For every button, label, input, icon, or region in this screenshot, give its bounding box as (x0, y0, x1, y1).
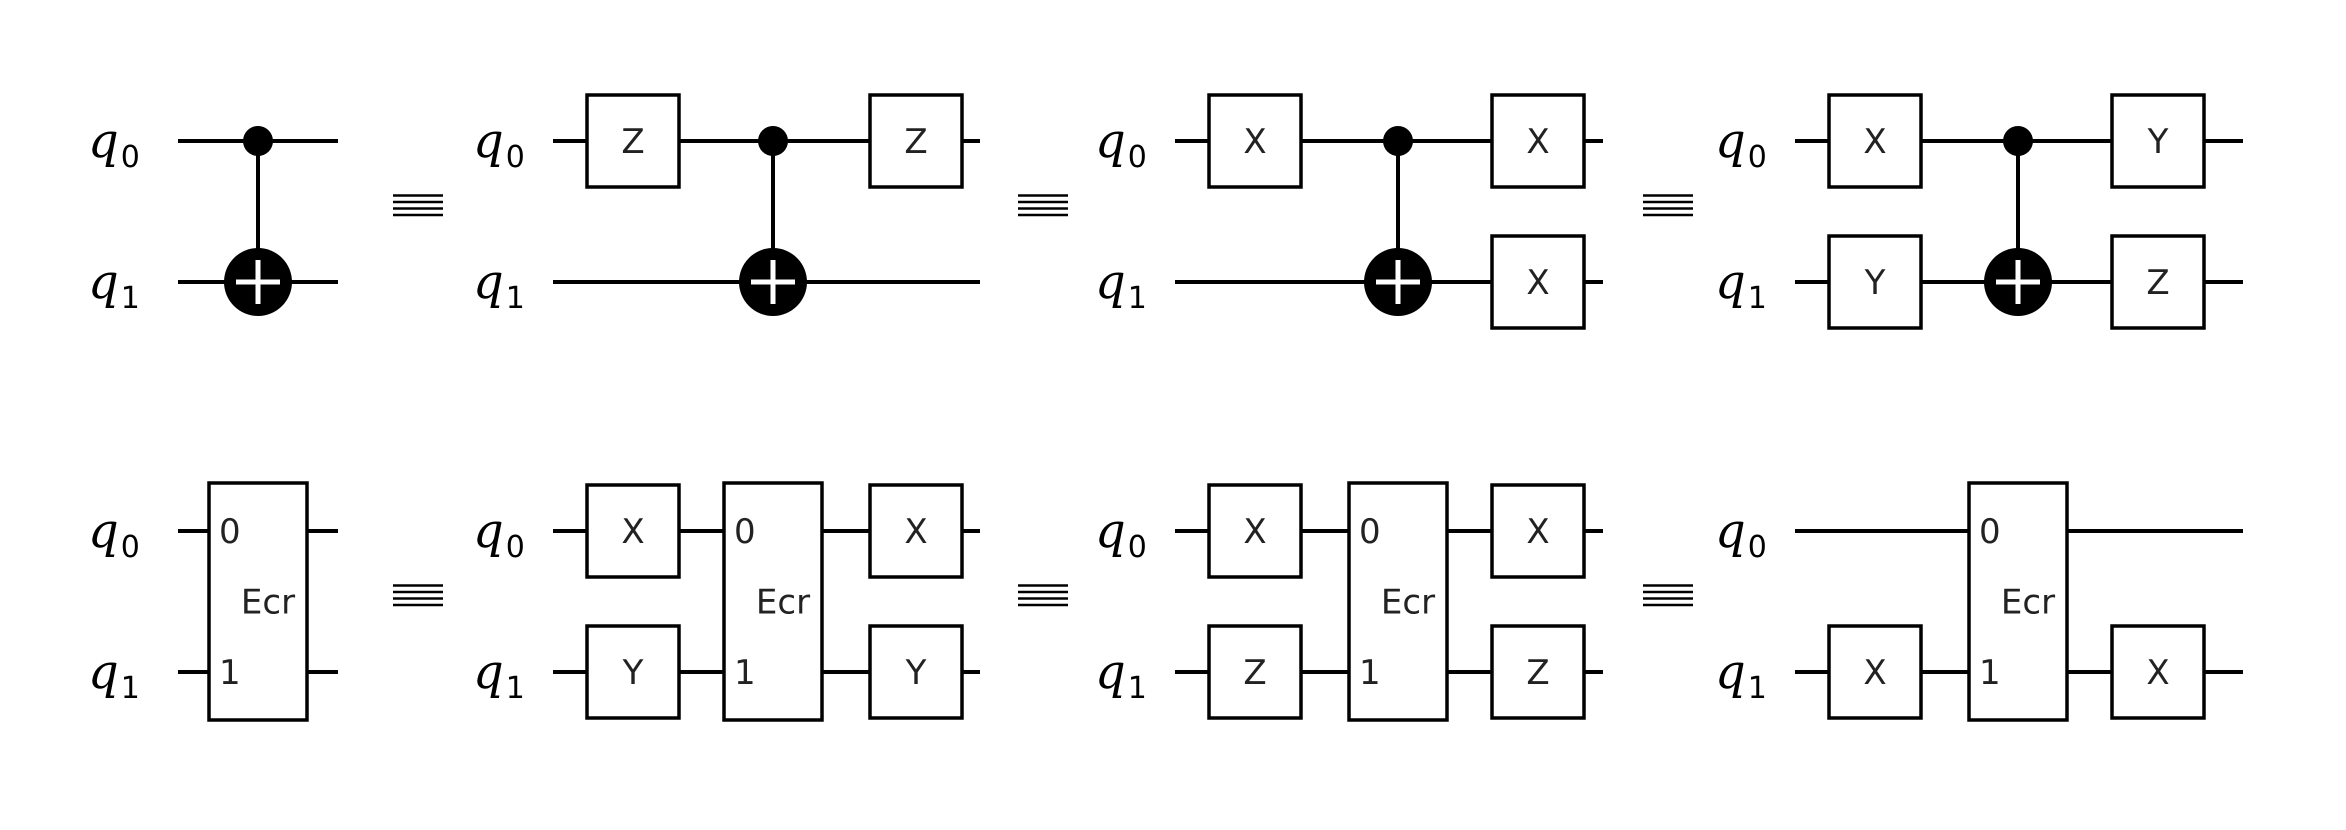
post-gate-y-label: Y (2147, 122, 2169, 162)
post-gate-x-label: X (904, 512, 927, 552)
circuit-0-3: q0 q1 X Y Y Z (1715, 93, 2243, 330)
qubit-label-1: q1 (1715, 644, 1767, 706)
pre-gate-x-box (1827, 624, 1923, 720)
post-gate-y-box (868, 624, 964, 720)
pre-gate-z-label: Z (621, 122, 644, 162)
post-gate-x-box (2110, 624, 2206, 720)
cnot-control-dot (243, 126, 273, 156)
qubit-label-0: q0 (473, 113, 525, 175)
cnot-control-dot (758, 126, 788, 156)
post-gate-z-label: Z (1526, 653, 1549, 693)
qubit-label-1: q1 (88, 254, 140, 316)
qubit-label-0: q0 (88, 113, 140, 175)
post-gate-x-box (1490, 483, 1586, 579)
circuit-0-1: q0 q1 Z Z (473, 93, 980, 316)
post-gate-z-box (868, 93, 964, 189)
pre-gate-x-label: X (1863, 122, 1886, 162)
pre-gate-x-label: X (1863, 653, 1886, 693)
ecr-gate-box (1967, 481, 2069, 722)
qubit-label-0: q0 (473, 503, 525, 565)
post-gate-z-label: Z (2146, 263, 2169, 303)
pre-gate-z-box (1207, 624, 1303, 720)
qubit-label-1: q1 (473, 644, 525, 706)
cnot-control-dot (1383, 126, 1413, 156)
qubit-label-1: q1 (473, 254, 525, 316)
pre-gate-y-box (1827, 234, 1923, 330)
post-gate-x-label: X (1526, 512, 1549, 552)
pre-gate-y-label: Y (622, 653, 644, 693)
ecr-pin-1: 1 (1979, 653, 2001, 693)
qubit-label-1: q1 (1095, 644, 1147, 706)
pre-gate-x-box (1207, 483, 1303, 579)
qubit-label-0: q0 (1715, 113, 1767, 175)
ecr-gate-box (1347, 481, 1449, 722)
post-gate-x-box (1490, 93, 1586, 189)
post-gate-x-label: X (2146, 653, 2169, 693)
ecr-pin-0: 0 (219, 512, 241, 552)
ecr-pin-1: 1 (1359, 653, 1381, 693)
qubit-label-0: q0 (1095, 503, 1147, 565)
ecr-gate-label: Ecr (2001, 583, 2055, 623)
pre-gate-x-box (1827, 93, 1923, 189)
ecr-gate-label: Ecr (756, 583, 810, 623)
qubit-label-0: q0 (88, 503, 140, 565)
post-gate-x-box (868, 483, 964, 579)
ecr-gate-label: Ecr (1381, 583, 1435, 623)
post-gate-z-box (2110, 234, 2206, 330)
cnot-control-dot (2003, 126, 2033, 156)
circuit-0-0: q0 q1 (88, 113, 338, 316)
ecr-pin-0: 0 (1979, 512, 2001, 552)
post-gate-x-label: X (1526, 263, 1549, 303)
qubit-label-1: q1 (1715, 254, 1767, 316)
pre-gate-z-label: Z (1243, 653, 1266, 693)
pre-gate-y-label: Y (1864, 263, 1886, 303)
qubit-label-0: q0 (1095, 113, 1147, 175)
ecr-gate-box (722, 481, 824, 722)
ecr-gate-label: Ecr (241, 583, 295, 623)
post-gate-y-box (2110, 93, 2206, 189)
pre-gate-y-box (585, 624, 681, 720)
pre-gate-x-box (1207, 93, 1303, 189)
ecr-pin-0: 0 (734, 512, 756, 552)
post-gate-x-label: X (1526, 122, 1549, 162)
ecr-pin-1: 1 (734, 653, 756, 693)
circuit-0-2: q0 q1 X X X (1095, 93, 1603, 330)
ecr-pin-0: 0 (1359, 512, 1381, 552)
pre-gate-x-label: X (621, 512, 644, 552)
qubit-label-1: q1 (1095, 254, 1147, 316)
pre-gate-x-box (585, 483, 681, 579)
ecr-gate-box (207, 481, 309, 722)
post-gate-y-label: Y (905, 653, 927, 693)
post-gate-z-label: Z (904, 122, 927, 162)
post-gate-x-box (1490, 234, 1586, 330)
qubit-label-0: q0 (1715, 503, 1767, 565)
ecr-pin-1: 1 (219, 653, 241, 693)
post-gate-z-box (1490, 624, 1586, 720)
qubit-label-1: q1 (88, 644, 140, 706)
pre-gate-x-label: X (1243, 512, 1266, 552)
pre-gate-z-box (585, 93, 681, 189)
pre-gate-x-label: X (1243, 122, 1266, 162)
